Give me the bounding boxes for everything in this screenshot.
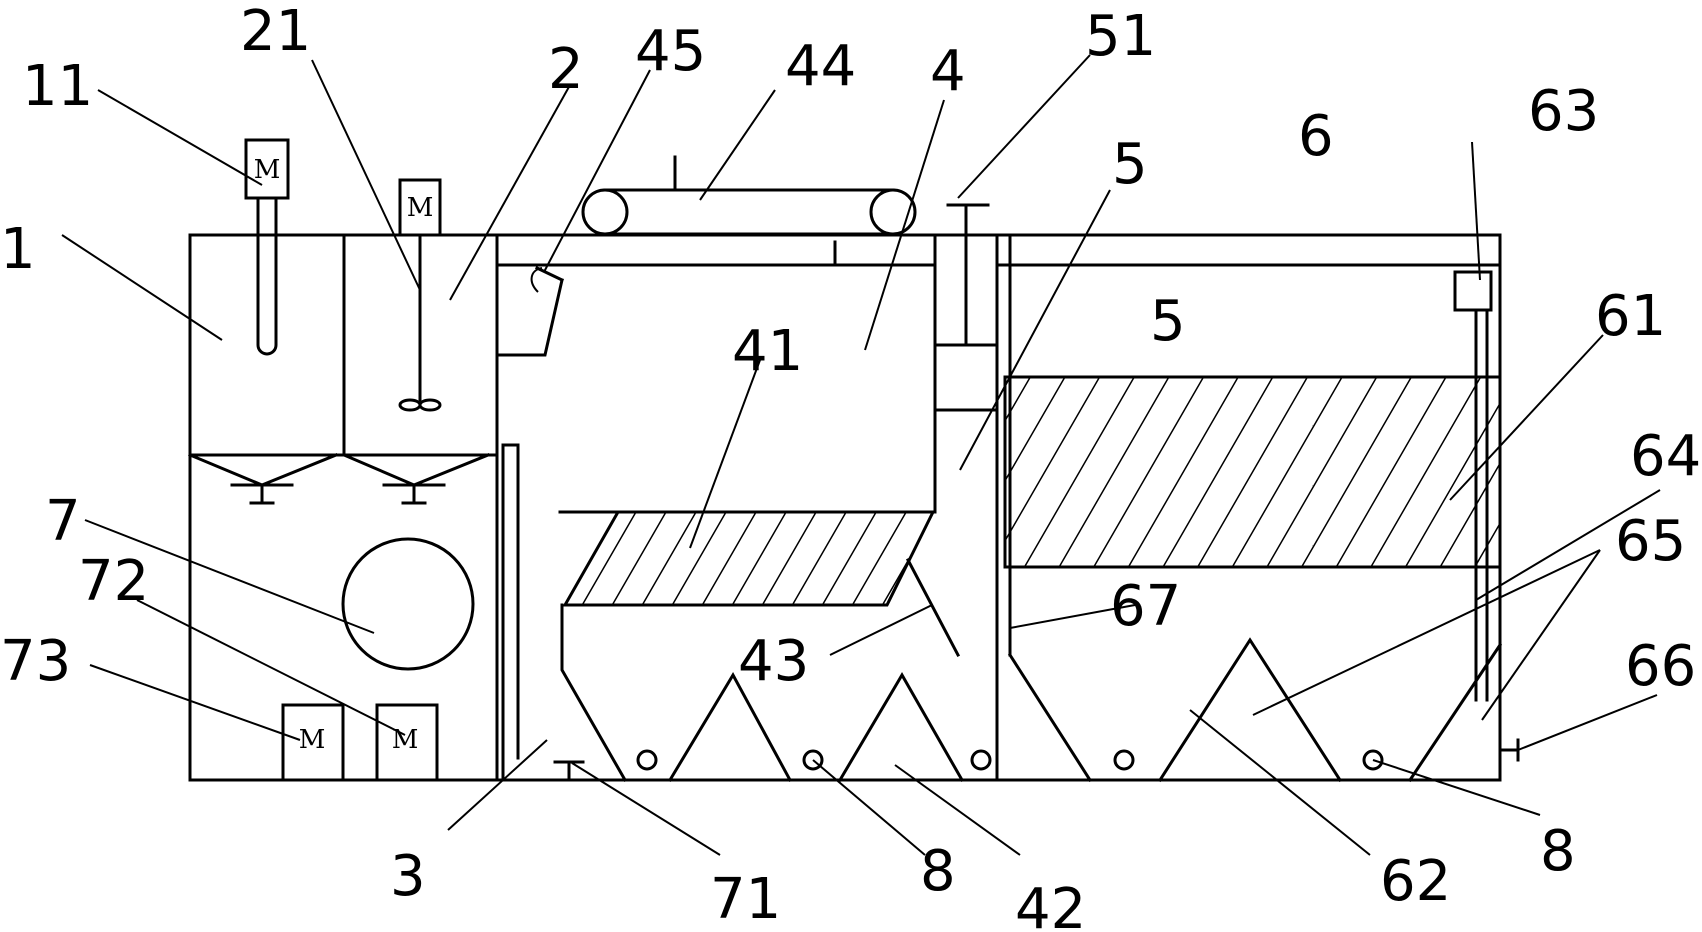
label-42: 42: [1015, 877, 1086, 932]
label-8-left: 8: [920, 839, 956, 904]
level-sensor-63: [1453, 270, 1493, 312]
motor-73: M: [281, 703, 345, 782]
label-71: 71: [710, 867, 781, 932]
motor-11: M: [244, 138, 290, 200]
inclined-plates-41: [562, 510, 936, 607]
label-41: 41: [732, 319, 803, 384]
motor-symbol: M: [407, 193, 434, 223]
motor-symbol: M: [254, 155, 281, 185]
label-6: 6: [1298, 104, 1334, 169]
label-44: 44: [785, 34, 856, 99]
u-tube-11: [256, 196, 278, 356]
label-66: 66: [1625, 634, 1696, 699]
label-51: 51: [1085, 4, 1156, 69]
filter-media-61: [1003, 375, 1502, 569]
label-45: 45: [635, 19, 706, 84]
label-43: 43: [738, 629, 809, 694]
label-5-top: 5: [1112, 132, 1148, 197]
label-1: 1: [0, 217, 36, 282]
label-63: 63: [1528, 79, 1599, 144]
motor-72: M: [375, 703, 439, 782]
label-72: 72: [78, 549, 149, 614]
label-21: 21: [240, 0, 311, 64]
leader-lines: [61, 54, 1661, 856]
label-8-right: 8: [1540, 819, 1576, 884]
motor-21: M: [398, 178, 442, 237]
label-5-tank: 5: [1150, 289, 1186, 354]
label-7: 7: [45, 489, 81, 554]
dosing-section: [188, 233, 499, 782]
label-4: 4: [930, 39, 966, 104]
label-2: 2: [548, 37, 584, 102]
label-65: 65: [1615, 509, 1686, 574]
motor-symbol: M: [299, 725, 326, 755]
label-61: 61: [1595, 284, 1666, 349]
label-67: 67: [1110, 574, 1181, 639]
belt-conveyor-44: [581, 155, 917, 236]
label-3: 3: [390, 844, 426, 909]
valve-51: [933, 203, 999, 412]
label-73: 73: [0, 629, 71, 694]
label-64: 64: [1630, 424, 1701, 489]
label-62: 62: [1380, 849, 1451, 914]
drum-7: [341, 537, 475, 671]
scum-trough-45: [495, 278, 564, 357]
label-11: 11: [22, 54, 93, 119]
